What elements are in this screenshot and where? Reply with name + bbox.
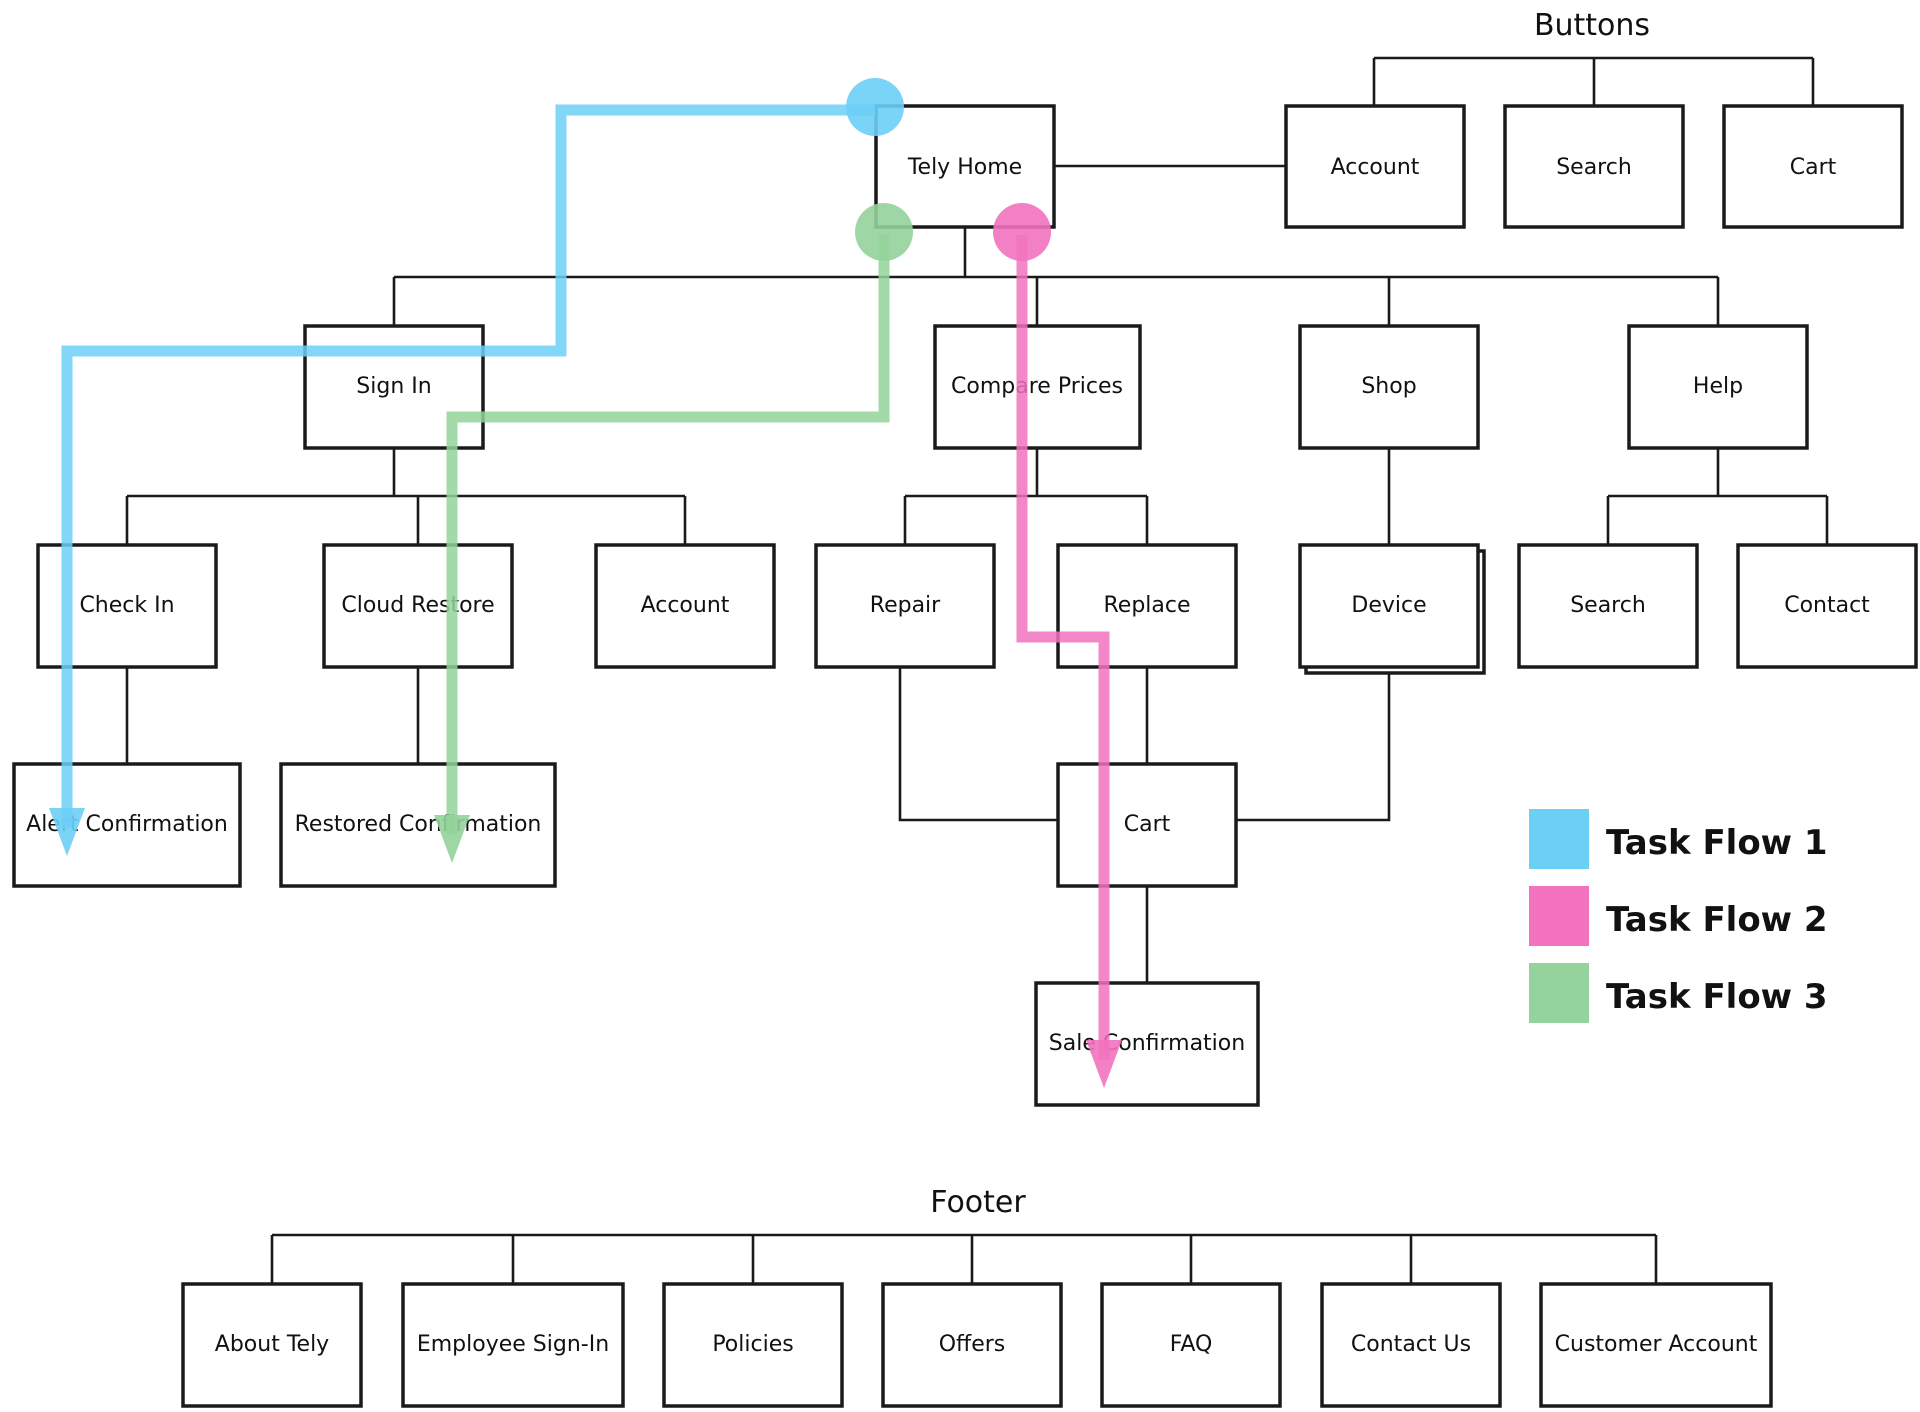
node-button-account: Account [1284,104,1466,229]
legend-swatch-task-flow-1 [1529,809,1589,869]
node-alert-confirmation: Alert Confirmation [12,762,242,888]
connector-lines [125,56,1829,1284]
svg-text:Cloud Restore: Cloud Restore [341,593,494,618]
svg-text:Restored Confirmation: Restored Confirmation [295,812,542,837]
svg-text:Contact: Contact [1784,593,1870,618]
svg-text:Contact Us: Contact Us [1351,1332,1471,1357]
legend-label-task-flow-1: Task Flow 1 [1606,823,1828,863]
footer-item-faq: FAQ [1100,1282,1282,1408]
node-device: Device [1298,543,1486,675]
node-help: Help [1627,324,1809,450]
legend-label-task-flow-2: Task Flow 2 [1606,900,1828,940]
task-flow-1 [49,78,904,856]
svg-text:Policies: Policies [712,1332,793,1357]
node-shop: Shop [1298,324,1480,450]
node-restored-confirmation: Restored Confirmation [279,762,557,888]
footer-item-policies: Policies [662,1282,844,1408]
svg-text:Sign In: Sign In [356,374,431,399]
svg-text:Search: Search [1570,593,1646,618]
node-help-search: Search [1517,543,1699,669]
svg-text:Account: Account [641,593,730,618]
legend-swatch-task-flow-2 [1529,886,1589,946]
footer-item-customer-account: Customer Account [1539,1282,1773,1408]
svg-text:Tely Home: Tely Home [907,155,1022,180]
node-compare-prices: Compare Prices [933,324,1142,450]
task-flow-3-arrowhead [434,815,470,863]
task-flow-2-start-dot [993,203,1051,261]
svg-text:Employee Sign-In: Employee Sign-In [417,1332,609,1357]
svg-text:Customer Account: Customer Account [1555,1332,1758,1357]
footer-item-offers: Offers [881,1282,1063,1408]
node-tely-home: Tely Home [874,104,1056,229]
svg-text:Offers: Offers [939,1332,1006,1357]
svg-text:Device: Device [1351,593,1426,618]
svg-text:About Tely: About Tely [215,1332,329,1357]
svg-text:Sale Confirmation: Sale Confirmation [1049,1031,1245,1056]
node-button-search: Search [1503,104,1685,229]
svg-text:Account: Account [1331,155,1420,180]
task-flow-2 [993,203,1122,1088]
svg-text:FAQ: FAQ [1170,1332,1213,1357]
svg-text:Search: Search [1556,155,1632,180]
svg-text:Cart: Cart [1790,155,1837,180]
task-flow-2-arrowhead [1086,1040,1122,1088]
svg-text:Help: Help [1693,374,1743,399]
task-flow-1-arrowhead [49,808,85,856]
node-cloud-restore: Cloud Restore [322,543,514,669]
svg-text:Replace: Replace [1103,593,1190,618]
legend: Task Flow 1 Task Flow 2 Task Flow 3 [1529,809,1828,1023]
task-flow-3 [434,203,913,863]
legend-label-task-flow-3: Task Flow 3 [1606,977,1828,1017]
svg-text:Compare Prices: Compare Prices [951,374,1123,399]
footer-item-about-tely: About Tely [181,1282,363,1408]
task-flow-3-start-dot [855,203,913,261]
svg-text:Shop: Shop [1361,374,1416,399]
node-button-cart: Cart [1722,104,1904,229]
buttons-section-title: Buttons [1534,8,1650,43]
svg-text:Check In: Check In [79,593,174,618]
node-repair: Repair [814,543,996,669]
legend-swatch-task-flow-3 [1529,963,1589,1023]
footer-section-title: Footer [930,1185,1026,1220]
node-sale-confirmation: Sale Confirmation [1034,981,1260,1107]
svg-text:Cart: Cart [1124,812,1171,837]
node-help-contact: Contact [1736,543,1918,669]
svg-text:Repair: Repair [870,593,941,618]
footer-item-contact-us: Contact Us [1320,1282,1502,1408]
node-account: Account [594,543,776,669]
node-cart: Cart [1056,762,1238,888]
footer-item-employee-sign-in: Employee Sign-In [401,1282,625,1408]
node-replace: Replace [1056,543,1238,669]
